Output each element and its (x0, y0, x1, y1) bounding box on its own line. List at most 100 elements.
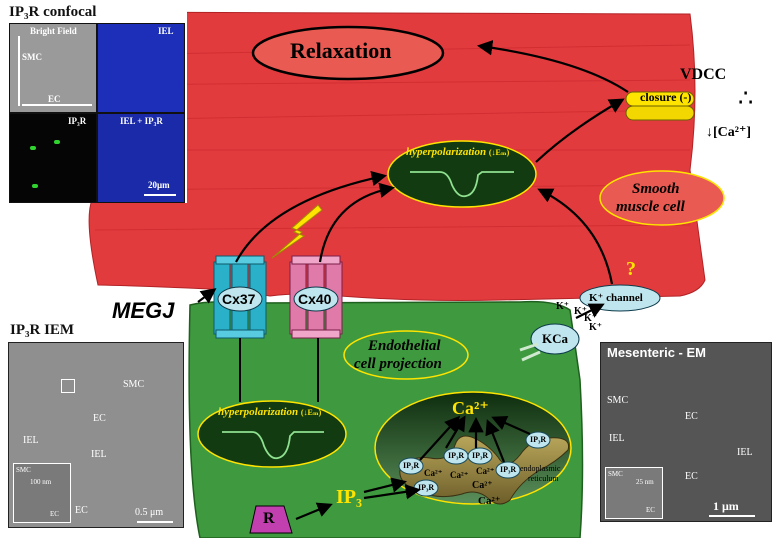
iem-title: IP₃R IEM (10, 322, 75, 338)
green-spot (54, 140, 60, 144)
relaxation-label: Relaxation (290, 38, 392, 63)
ip3-label: IP₃ (336, 486, 362, 508)
calcium-small-4: Ca²⁺ (472, 480, 493, 491)
therefore-symbol: ∴ (738, 86, 754, 112)
iem-inset: SMC 100 nm EC (13, 463, 71, 523)
iem-smc-label: SMC (123, 379, 145, 390)
k-channel-label: K⁺ channel (589, 292, 643, 304)
smooth-muscle-label-1: Smooth (632, 181, 680, 197)
megj-label: MEGJ (112, 298, 175, 323)
iel-ip3r-image: IEL + IP₃R 20μm (97, 113, 185, 203)
em-scale-label: 1 μm (713, 499, 739, 513)
k-ion-4: K⁺ (589, 322, 603, 333)
hyperpolarization-sm-trace (410, 171, 514, 198)
ip3r-label-2: IP₃R (418, 483, 435, 492)
endoplasmic-reticulum (399, 435, 570, 505)
confocal-ip3r-label: IP₃R (68, 116, 87, 126)
endothelial-label-2: cell projection (354, 356, 442, 372)
horizontal-double-arrow (22, 104, 92, 106)
endothelial-label-1: Endothelial (368, 338, 441, 354)
kca-pill (530, 323, 580, 355)
em-scale-bar (709, 515, 755, 517)
ip3r-receptors (398, 431, 551, 497)
relaxation-oval (251, 25, 445, 81)
lightning-bolt (271, 204, 323, 259)
ip3r-label-6: IP₃R (530, 435, 547, 444)
hyperpolarization-sm-oval (387, 140, 537, 208)
vdcc-label: VDCC (680, 66, 727, 83)
hyperpolarization-sm-sub: (↓Eₘ) (488, 148, 510, 157)
em-ec-top-label: EC (685, 411, 698, 422)
iem-scale-label: 0.5 μm (135, 507, 164, 518)
endothelial-label-oval (343, 330, 469, 380)
confocal-title: IP₃R confocal (9, 4, 97, 20)
k-ion-1: K⁺ (556, 301, 570, 312)
signal-arrows (197, 40, 629, 521)
confocal-smc-label: SMC (22, 52, 42, 62)
em-iel-right-label: IEL (737, 447, 753, 458)
smooth-muscle-label-2: muscle cell (616, 199, 685, 215)
iem-inset-scale: 100 nm (30, 478, 52, 486)
iem-scale-bar (137, 521, 173, 523)
hyperpolarization-ec-text: hyperpolarization (218, 406, 299, 418)
calcium-small-1: Ca²⁺ (424, 468, 443, 478)
calcium-small-2: Ca²⁺ (450, 470, 469, 480)
kca-flow-lines (519, 342, 541, 362)
confocal-iel-ip3r-label: IEL + IP₃R (120, 116, 163, 126)
em-iel-left-label: IEL (609, 433, 625, 444)
receptor-label: R (263, 510, 275, 527)
confocal-iel-label: IEL (158, 26, 174, 36)
em-inset: SMC 25 nm EC (605, 467, 663, 519)
hyperpolarization-ec-oval (197, 400, 347, 468)
confocal-panel: IP₃R confocal Bright Field SMC EC IEL IP… (7, 3, 187, 203)
hyperpolarization-sm-text: hyperpolarization (406, 146, 487, 158)
confocal-scale-label: 20μm (148, 180, 170, 190)
ip3r-label-3: IP₃R (448, 451, 465, 460)
iem-ec-bottom-label: EC (75, 505, 88, 516)
iem-inset-ec: EC (50, 510, 59, 518)
ip3r-label-5: IP₃R (500, 465, 517, 474)
receptor-trapezoid (249, 505, 293, 534)
confocal-ec-label: EC (48, 94, 61, 104)
em-panel: Mesenteric - EM SMC EC IEL IEL EC SMC 25… (600, 342, 772, 522)
cx37-label-pill (217, 286, 263, 312)
er-label-2: reticulum (528, 474, 559, 483)
em-ec-bottom-label: EC (685, 471, 698, 482)
calcium-big-label: Ca²⁺ (452, 398, 489, 418)
calcium-decrease-label: ↓[Ca²⁺] (706, 125, 752, 140)
smooth-muscle-label-oval (599, 170, 725, 226)
iem-selection-box (61, 379, 75, 393)
vdcc-channel (625, 91, 695, 121)
cx40-label: Cx40 (298, 291, 332, 307)
ip3r-label-1: IP₃R (403, 461, 420, 470)
hyperpolarization-sm-label: hyperpolarization (↓Eₘ) (406, 146, 509, 158)
cx37-label: Cx37 (222, 291, 256, 307)
iem-ec-label: EC (93, 413, 106, 424)
calcium-small-3: Ca²⁺ (476, 466, 495, 476)
iem-iel-mid-label: IEL (91, 449, 107, 460)
cx40-label-pill (293, 286, 339, 312)
vertical-double-arrow (18, 36, 20, 106)
closure-label: closure (-) (640, 90, 692, 104)
em-inset-scale: 25 nm (636, 478, 654, 486)
iel-image: IEL (97, 23, 185, 113)
em-title: Mesenteric - EM (607, 345, 706, 360)
em-inset-smc: SMC (608, 470, 623, 478)
kca-label: KCa (542, 331, 568, 346)
iem-iel-left-label: IEL (23, 435, 39, 446)
green-spot (30, 146, 36, 150)
hyperpolarization-ec-label: hyperpolarization (↓Eₘ) (218, 406, 321, 418)
ip3r-image: IP₃R (9, 113, 97, 203)
iem-panel: IP₃R IEM SMC EC IEL IEL EC SMC 100 nm EC… (8, 322, 186, 530)
iem-inset-smc: SMC (16, 466, 31, 474)
bright-field-image: Bright Field SMC EC (9, 23, 97, 113)
k-ion-3: K⁺ (584, 313, 598, 324)
bright-field-label: Bright Field (30, 26, 77, 36)
em-inset-ec: EC (646, 506, 655, 514)
k-ion-2: K⁺ (574, 306, 588, 317)
em-image: Mesenteric - EM SMC EC IEL IEL EC SMC 25… (600, 342, 772, 522)
question-mark: ? (626, 258, 636, 280)
hyperpolarization-ec-sub: (↓Eₘ) (300, 408, 322, 417)
